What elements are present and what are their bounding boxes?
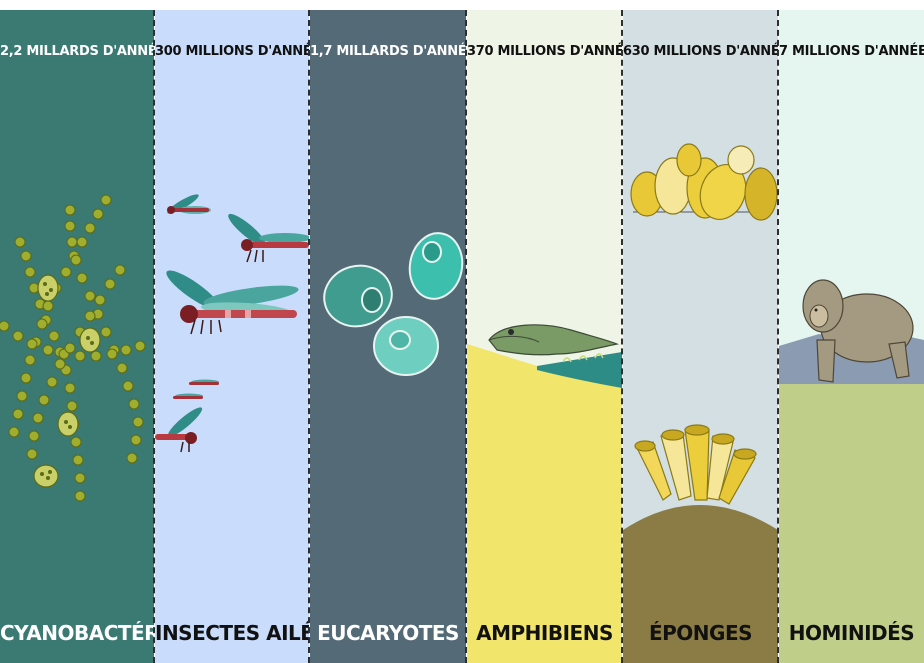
card-age-label: 7 MILLIONS D'ANNÉES	[779, 44, 924, 59]
card-age-label: 1,7 MILLARDS D'ANNÉES	[310, 44, 466, 59]
card-amphibians[interactable]: 370 MILLIONS D'ANNÉES AMPHIBIENS	[467, 10, 622, 663]
card-age-label: 370 MILLIONS D'ANNÉES	[467, 44, 622, 59]
eukaryote-cells-illustration	[310, 10, 466, 663]
card-winged-insects[interactable]: 300 MILLIONS D'ANNÉES INSECTES AILÉS	[155, 10, 309, 663]
card-divider	[153, 10, 155, 663]
sponges-illustration	[623, 10, 778, 663]
card-name-label: AMPHIBIENS	[467, 621, 622, 645]
dragonflies-illustration	[155, 10, 309, 663]
card-divider	[308, 10, 310, 663]
card-divider	[465, 10, 467, 663]
card-age-label: 300 MILLIONS D'ANNÉES	[155, 44, 309, 59]
card-age-label: 630 MILLIONS D'ANNÉES	[623, 44, 778, 59]
card-divider	[621, 10, 623, 663]
card-name-label: EUCARYOTES	[310, 621, 466, 645]
card-name-label: CYANOBACTÉRIES	[0, 621, 154, 645]
cyanobacteria-illustration	[0, 10, 154, 663]
card-eukaryotes[interactable]: 1,7 MILLARDS D'ANNÉES EUCARYOTES	[310, 10, 466, 663]
card-name-label: INSECTES AILÉS	[155, 621, 309, 645]
card-divider	[777, 10, 779, 663]
card-cyanobacteria[interactable]: 2,2 MILLARDS D'ANNÉES CYANOBACTÉRIES	[0, 10, 154, 663]
hominid-illustration	[779, 10, 924, 663]
card-sponges[interactable]: 630 MILLIONS D'ANNÉES ÉPONGES	[623, 10, 778, 663]
card-name-label: ÉPONGES	[623, 621, 778, 645]
card-hominids[interactable]: 7 MILLIONS D'ANNÉES HOMINIDÉS	[779, 10, 924, 663]
card-name-label: HOMINIDÉS	[779, 621, 924, 645]
amphibian-illustration	[467, 10, 622, 663]
card-age-label: 2,2 MILLARDS D'ANNÉES	[0, 44, 154, 59]
